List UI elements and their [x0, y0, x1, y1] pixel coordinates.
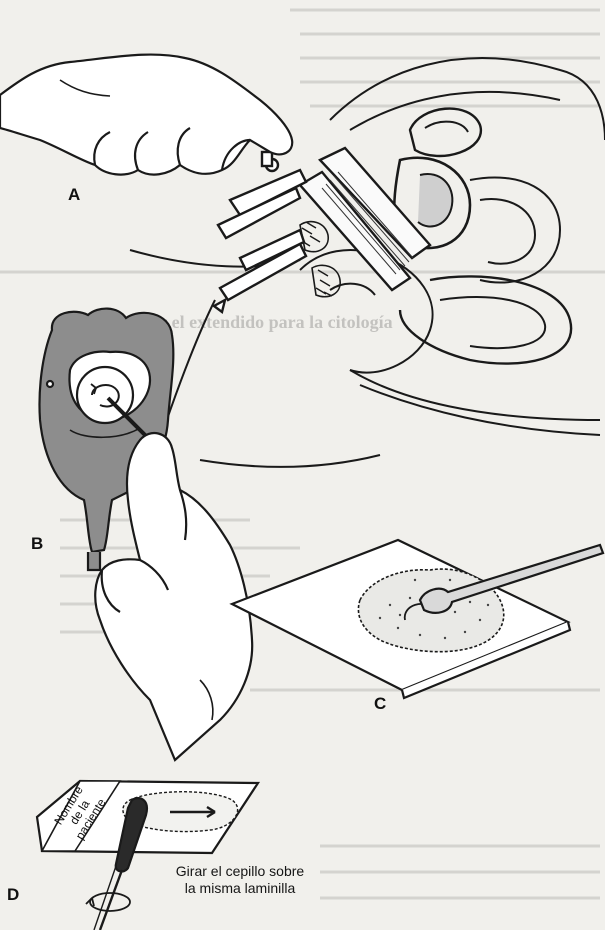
- label-panel-a: A: [68, 185, 80, 205]
- label-panel-d: D: [7, 885, 19, 905]
- brush-caption-line2: la misma laminilla: [155, 880, 325, 897]
- brush-caption: Girar el cepillo sobre la misma laminill…: [155, 863, 325, 897]
- hand-a: [0, 55, 292, 175]
- panel-c-slide: [232, 540, 603, 698]
- label-panel-c: C: [374, 694, 386, 714]
- label-panel-b: B: [31, 534, 43, 554]
- brush-caption-line1: Girar el cepillo sobre: [155, 863, 325, 880]
